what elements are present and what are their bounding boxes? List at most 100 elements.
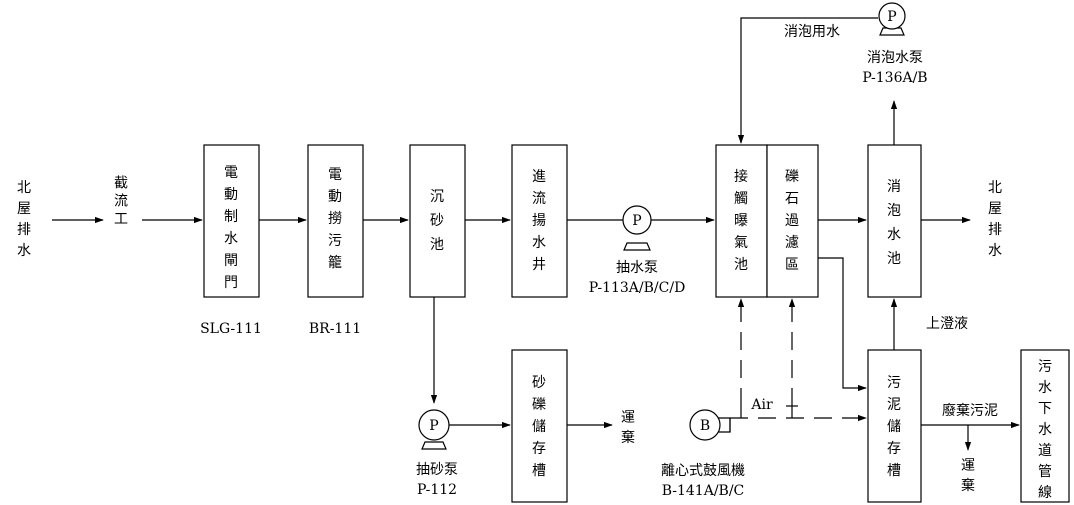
unit-sand-storage (511, 349, 568, 503)
svg-text:區: 區 (785, 257, 799, 273)
defoam-pump-name: 消泡水泵 (867, 50, 923, 66)
unit-sand-storage-label: 砂 礫 儲 存 槽 (532, 375, 546, 479)
svg-text:礫: 礫 (532, 397, 546, 413)
svg-text:屋: 屋 (988, 201, 1002, 217)
unit-screen-label: 電 動 撈 污 籠 (328, 167, 342, 271)
haul-sand-char: 運 (621, 410, 635, 426)
svg-text:井: 井 (532, 257, 546, 273)
svg-text:水: 水 (532, 235, 546, 251)
svg-text:水: 水 (1038, 380, 1052, 396)
source-label-left: 北 屋 排 水 (17, 180, 31, 259)
svg-text:水: 水 (988, 243, 1002, 259)
svg-text:過: 過 (785, 213, 799, 229)
svg-text:污: 污 (328, 233, 342, 249)
flow-arrow-defoam-water (737, 17, 878, 144)
svg-text:揚: 揚 (532, 212, 546, 229)
svg-text:砂: 砂 (430, 213, 444, 229)
svg-text:撈: 撈 (328, 211, 342, 227)
svg-text:消: 消 (887, 179, 901, 195)
blower-name: 離心式鼓風機 (661, 462, 745, 479)
svg-text:P: P (429, 418, 438, 434)
defoam-water-label: 消泡用水 (784, 24, 840, 40)
unit-electric-gate-label: 電 動 制 水 閘 門 (224, 165, 238, 291)
unit-sewer-line-label: 污 水 下 水 道 管 線 (1038, 359, 1052, 501)
svg-text:動: 動 (224, 187, 238, 203)
unit-lift-well-label: 進 流 揚 水 井 (532, 169, 546, 273)
svg-text:儲: 儲 (887, 419, 901, 435)
svg-text:制: 制 (224, 209, 238, 225)
unit-gravel-filter-label: 礫 石 過 濾 區 (785, 169, 799, 273)
unit-sludge-storage (867, 349, 922, 503)
sand-pump-tag: P-112 (417, 482, 457, 498)
svg-text:電: 電 (328, 167, 342, 183)
svg-text:閘: 閘 (224, 253, 238, 269)
svg-text:礫: 礫 (785, 169, 799, 185)
unit-contact-aeration-label: 接 觸 曝 氣 池 (734, 168, 748, 273)
haul-sludge-char: 棄 (961, 478, 975, 494)
svg-text:池: 池 (887, 251, 901, 267)
source-left-char: 排 (17, 222, 31, 238)
haul-sand-char: 棄 (621, 430, 635, 446)
svg-text:進: 進 (532, 169, 546, 185)
svg-text:石: 石 (785, 191, 799, 207)
svg-text:儲: 儲 (532, 419, 546, 435)
air-label: Air (750, 397, 773, 413)
svg-text:動: 動 (328, 189, 342, 205)
lift-pump-name: 抽水泵 (616, 260, 658, 276)
svg-text:水: 水 (887, 227, 901, 243)
svg-text:觸: 觸 (734, 191, 748, 207)
sand-pump-name: 抽砂泵 (416, 462, 458, 478)
svg-text:池: 池 (430, 237, 444, 253)
svg-text:存: 存 (887, 441, 901, 457)
svg-text:線: 線 (1038, 485, 1052, 501)
svg-text:流: 流 (532, 191, 546, 207)
flow-arrow-filter-sludge-to-tank (818, 257, 867, 392)
lift-pump-tag: P-113A/B/C/D (589, 280, 686, 296)
svg-text:槽: 槽 (532, 463, 546, 479)
svg-text:砂: 砂 (532, 375, 546, 391)
unit-sludge-storage-label: 污 泥 儲 存 槽 (887, 375, 901, 479)
unit-defoam-pool-label: 消 泡 水 池 (887, 179, 901, 267)
svg-text:管: 管 (1038, 464, 1052, 480)
svg-text:曝: 曝 (734, 213, 748, 229)
svg-text:氣: 氣 (734, 235, 748, 251)
interceptor-label: 截流工 (112, 175, 128, 229)
svg-text:P: P (887, 9, 896, 25)
svg-text:接: 接 (734, 168, 748, 185)
haul-sludge-char: 運 (961, 458, 975, 474)
svg-text:道: 道 (1038, 443, 1052, 459)
svg-text:泡: 泡 (887, 203, 901, 219)
waste-sludge-label: 廢棄污泥 (942, 402, 998, 419)
source-left-char: 屋 (17, 201, 31, 217)
svg-text:B: B (700, 418, 710, 434)
svg-text:濾: 濾 (785, 235, 799, 251)
svg-text:北: 北 (988, 180, 1002, 196)
source-left-char: 水 (17, 243, 31, 259)
screen-tag: BR-111 (309, 321, 361, 337)
svg-text:沉: 沉 (430, 189, 444, 205)
unit-sewer-line (1020, 349, 1070, 503)
svg-text:污: 污 (1038, 359, 1052, 375)
supernatant-label: 上澄液 (926, 316, 968, 332)
svg-text:籠: 籠 (328, 255, 342, 271)
unit-contact-aeration (715, 144, 768, 298)
source-left-char: 北 (17, 180, 31, 196)
svg-text:下: 下 (1038, 401, 1052, 417)
unit-gravel-filter (766, 144, 819, 298)
unit-defoam-pool (867, 144, 922, 298)
unit-screen (307, 144, 364, 298)
svg-text:池: 池 (734, 257, 748, 273)
svg-text:排: 排 (988, 222, 1002, 238)
svg-text:存: 存 (532, 441, 546, 457)
svg-text:電: 電 (224, 165, 238, 181)
defoam-pump-tag: P-136A/B (862, 70, 927, 86)
svg-text:槽: 槽 (887, 463, 901, 479)
svg-text:P: P (632, 213, 641, 229)
blower-tag: B-141A/B/C (662, 483, 745, 499)
svg-text:泥: 泥 (887, 397, 901, 413)
unit-grit-chamber (409, 144, 466, 298)
sand-pump-icon: P (418, 409, 450, 450)
gate-tag: SLG-111 (200, 321, 262, 337)
svg-text:門: 門 (224, 275, 238, 291)
